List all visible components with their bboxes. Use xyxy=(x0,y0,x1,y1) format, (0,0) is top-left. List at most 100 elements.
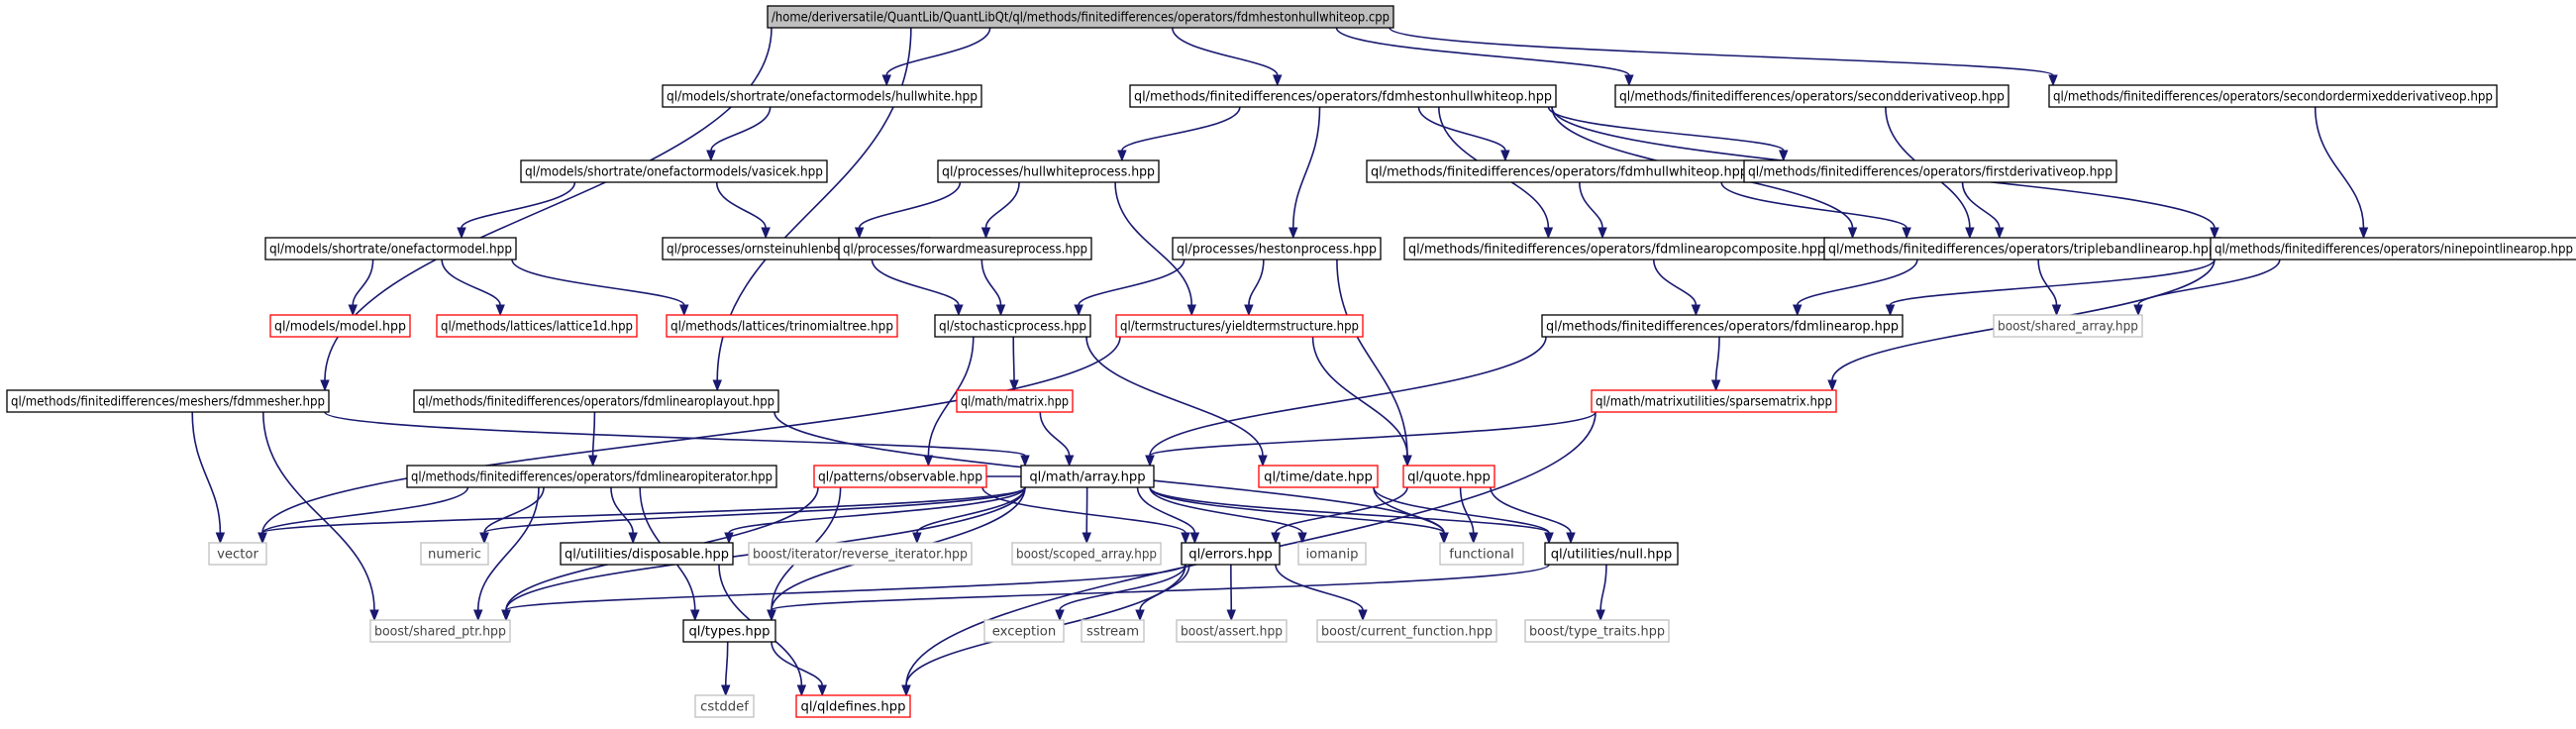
node-box xyxy=(1297,542,1367,566)
node-hullwhite[interactable]: ql/models/shortrate/onefactormodels/hull… xyxy=(662,84,982,108)
arrowhead xyxy=(2048,74,2058,87)
edge-vasicek-to-onefactormodel xyxy=(457,181,576,240)
node-root[interactable]: /home/deriversatile/QuantLib/QuantLibQt/… xyxy=(767,5,1394,29)
node-fdmlinearop[interactable]: ql/methods/finitedifferences/operators/f… xyxy=(1541,314,1904,338)
edge-hestonprocess-to-stochasticprocess xyxy=(1074,259,1185,317)
node-box xyxy=(795,694,911,718)
node-qldefines[interactable]: ql/qldefines.hpp xyxy=(795,694,911,718)
node-scoped_array[interactable]: boost/scoped_array.hpp xyxy=(1011,542,1162,566)
node-fdmmesher[interactable]: ql/methods/finitedifferences/meshers/fdm… xyxy=(6,389,330,413)
node-functional[interactable]: functional xyxy=(1439,542,1524,566)
arrowhead xyxy=(995,304,1006,317)
node-stochasticprocess[interactable]: ql/stochasticprocess.hpp xyxy=(934,314,1091,338)
arrowhead xyxy=(1271,532,1281,545)
node-array[interactable]: ql/math/array.hpp xyxy=(1020,465,1155,488)
node-reverse_iterator[interactable]: boost/iterator/reverse_iterator.hpp xyxy=(748,542,973,566)
edge-line xyxy=(1961,181,2001,229)
node-box xyxy=(937,159,1160,183)
node-null[interactable]: ql/utilities/null.hpp xyxy=(1544,542,1679,566)
node-lattice1d[interactable]: ql/methods/lattices/lattice1d.hpp xyxy=(436,314,638,338)
arrowhead xyxy=(1543,227,1554,240)
node-fdmhestonhullwhiteop[interactable]: ql/methods/finitedifferences/operators/f… xyxy=(1129,84,1557,108)
node-cstddef[interactable]: cstddef xyxy=(694,694,755,718)
node-shared_array[interactable]: boost/shared_array.hpp xyxy=(1993,314,2143,338)
node-date[interactable]: ql/time/date.hpp xyxy=(1258,465,1379,488)
edge-line xyxy=(1599,564,1607,611)
node-secondordermixed[interactable]: ql/methods/finitedifferences/operators/s… xyxy=(2048,84,2498,108)
node-hullwhiteprocess[interactable]: ql/processes/hullwhiteprocess.hpp xyxy=(937,159,1160,183)
arrowhead xyxy=(1288,227,1298,240)
edge-line xyxy=(511,259,685,306)
node-sparsematrix[interactable]: ql/math/matrixutilities/sparsematrix.hpp xyxy=(1591,389,1837,413)
node-vasicek[interactable]: ql/models/shortrate/onefactormodels/vasi… xyxy=(520,159,828,183)
node-fdmlinearoplayout[interactable]: ql/methods/finitedifferences/operators/f… xyxy=(413,389,779,413)
arrowhead xyxy=(767,609,776,622)
node-fdmlinearopcomposite[interactable]: ql/methods/finitedifferences/operators/f… xyxy=(1403,237,1830,260)
node-assert[interactable]: boost/assert.hpp xyxy=(1176,619,1288,643)
arrowhead xyxy=(473,609,483,622)
arrowhead xyxy=(2051,304,2062,317)
edge-fdmlinearopcomposite-to-fdmlinearop xyxy=(1652,259,1701,317)
node-secondderivativeop[interactable]: ql/methods/finitedifferences/operators/s… xyxy=(1614,84,2009,108)
edge-line xyxy=(1311,336,1408,457)
node-fdmhullwhiteop[interactable]: ql/methods/finitedifferences/operators/f… xyxy=(1366,159,1753,183)
edge-fdmlinearoplayout-to-fdmlinearopiterator xyxy=(587,411,598,468)
edge-line xyxy=(1459,486,1475,534)
node-box xyxy=(1524,619,1670,643)
edge-line xyxy=(1417,106,1506,152)
node-onefactormodel[interactable]: ql/models/shortrate/onefactormodel.hpp xyxy=(264,237,517,260)
arrowhead xyxy=(1297,532,1307,545)
node-firstderivativeop[interactable]: ql/methods/finitedifferences/operators/f… xyxy=(1743,159,2117,183)
node-exception[interactable]: exception xyxy=(983,619,1065,643)
node-fdmlinearopiterator[interactable]: ql/methods/finitedifferences/operators/f… xyxy=(406,465,777,488)
node-types[interactable]: ql/types.hpp xyxy=(682,619,776,643)
edge-line xyxy=(1275,564,1364,611)
node-current_function[interactable]: boost/current_function.hpp xyxy=(1316,619,1497,643)
edge-line xyxy=(505,564,1186,611)
node-box xyxy=(956,389,1074,413)
node-triplebandlinearop[interactable]: ql/methods/finitedifferences/operators/t… xyxy=(1823,237,2221,260)
node-shared_ptr[interactable]: boost/shared_ptr.hpp xyxy=(369,619,511,643)
node-disposable[interactable]: ql/utilities/disposable.hpp xyxy=(560,542,734,566)
node-label: ql/methods/finitedifferences/operators/s… xyxy=(2053,90,2493,105)
edge-root-to-secondderivativeop xyxy=(1335,27,1634,87)
node-matrix[interactable]: ql/math/matrix.hpp xyxy=(956,389,1074,413)
node-label: ql/utilities/null.hpp xyxy=(1551,548,1673,563)
arrowhead xyxy=(1779,150,1789,162)
edge-fdmhestonhullwhiteop-to-firstderivativeop xyxy=(1547,106,1789,162)
node-observable[interactable]: ql/patterns/observable.hpp xyxy=(813,465,987,488)
node-ninepointlinearop[interactable]: ql/methods/finitedifferences/operators/n… xyxy=(2210,237,2576,260)
node-errors[interactable]: ql/errors.hpp xyxy=(1181,542,1281,566)
arrowhead xyxy=(2133,304,2143,317)
edge-line xyxy=(980,259,1002,306)
edge-date-to-null xyxy=(1373,486,1554,545)
node-sstream[interactable]: sstream xyxy=(1081,619,1145,643)
edge-errors-to-assert xyxy=(1226,564,1236,622)
node-numeric[interactable]: numeric xyxy=(420,542,489,566)
node-forwardmeasure[interactable]: ql/processes/forwardmeasureprocess.hpp xyxy=(838,237,1092,260)
arrowhead xyxy=(215,532,226,545)
edge-line xyxy=(1121,106,1241,152)
arrowhead xyxy=(1544,532,1554,545)
node-model[interactable]: ql/models/model.hpp xyxy=(269,314,411,338)
node-box xyxy=(934,314,1091,338)
edge-hullwhiteprocess-to-ou xyxy=(854,181,962,240)
arrowhead xyxy=(1135,609,1145,622)
edge-errors-to-current_function xyxy=(1275,564,1368,622)
node-label: boost/shared_ptr.hpp xyxy=(374,625,506,640)
node-box xyxy=(2048,84,2498,108)
node-quote[interactable]: ql/quote.hpp xyxy=(1402,465,1495,488)
node-trinomialtree[interactable]: ql/methods/lattices/trinomialtree.hpp xyxy=(666,314,898,338)
node-iomanip[interactable]: iomanip xyxy=(1297,542,1367,566)
node-type_traits[interactable]: boost/type_traits.hpp xyxy=(1524,619,1670,643)
node-label: ql/models/model.hpp xyxy=(274,320,406,335)
node-box xyxy=(1402,465,1495,488)
node-box xyxy=(1591,389,1837,413)
arrowhead xyxy=(587,455,598,468)
node-hestonprocess[interactable]: ql/processes/hestonprocess.hpp xyxy=(1172,237,1382,260)
arrowhead xyxy=(1186,304,1196,317)
node-vector[interactable]: vector xyxy=(208,542,267,566)
arrowhead xyxy=(721,684,731,697)
node-yieldtermstructure[interactable]: ql/termstructures/yieldtermstructure.hpp xyxy=(1115,314,1364,338)
edge-observable-to-errors xyxy=(981,486,1190,545)
